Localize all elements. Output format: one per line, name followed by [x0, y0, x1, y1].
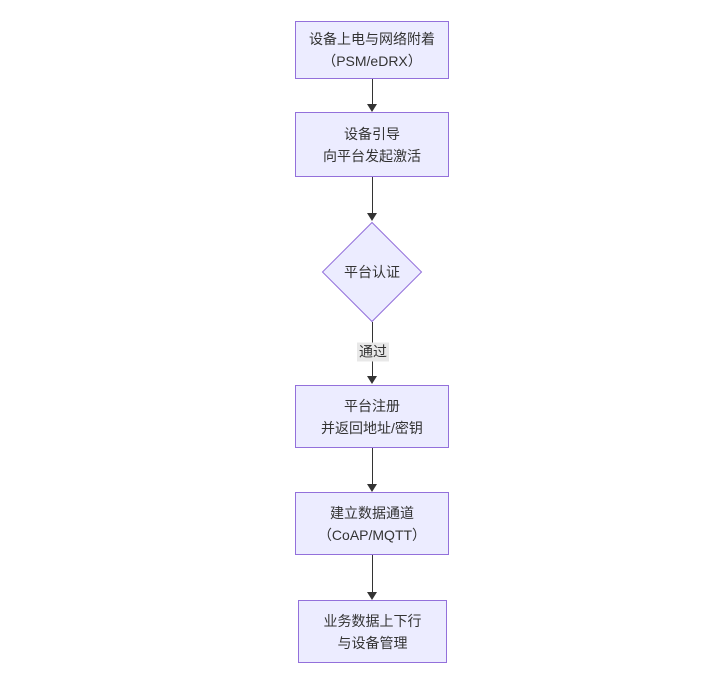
arrowhead-icon [367, 592, 377, 600]
node-label-line: 建立数据通道 [330, 504, 414, 521]
arrowhead-icon [367, 213, 377, 221]
arrowhead-icon [367, 104, 377, 112]
edge-line-4 [372, 448, 373, 485]
node-platform-auth-decision: 平台认证 [321, 221, 423, 323]
node-label-line: 并返回地址/密钥 [321, 419, 423, 436]
node-data-channel: 建立数据通道 （CoAP/MQTT） [295, 492, 449, 555]
edge-line-5 [372, 555, 373, 593]
node-bootstrap: 设备引导 向平台发起激活 [295, 112, 449, 177]
node-platform-register: 平台注册 并返回地址/密钥 [295, 385, 449, 448]
node-label-line: 与设备管理 [337, 634, 408, 651]
node-label-line: （CoAP/MQTT） [317, 526, 427, 543]
node-power-on-attach: 设备上电与网络附着 （PSM/eDRX） [295, 21, 449, 79]
node-label-line: 向平台发起激活 [323, 147, 421, 164]
arrowhead-icon [367, 484, 377, 492]
node-business-data: 业务数据上下行 与设备管理 [298, 600, 447, 663]
node-label-line: 设备上电与网络附着 [309, 31, 435, 47]
edge-line-2 [372, 177, 373, 214]
node-label-line: 业务数据上下行 [323, 612, 422, 629]
edge-line-1 [372, 79, 373, 105]
node-label-line: （PSM/eDRX） [322, 53, 422, 69]
arrowhead-icon [367, 376, 377, 384]
node-label-line: 平台注册 [344, 397, 400, 414]
node-label-line: 设备引导 [344, 125, 400, 142]
edge-label-pass: 通过 [357, 342, 389, 362]
node-label-line: 平台认证 [344, 264, 400, 280]
